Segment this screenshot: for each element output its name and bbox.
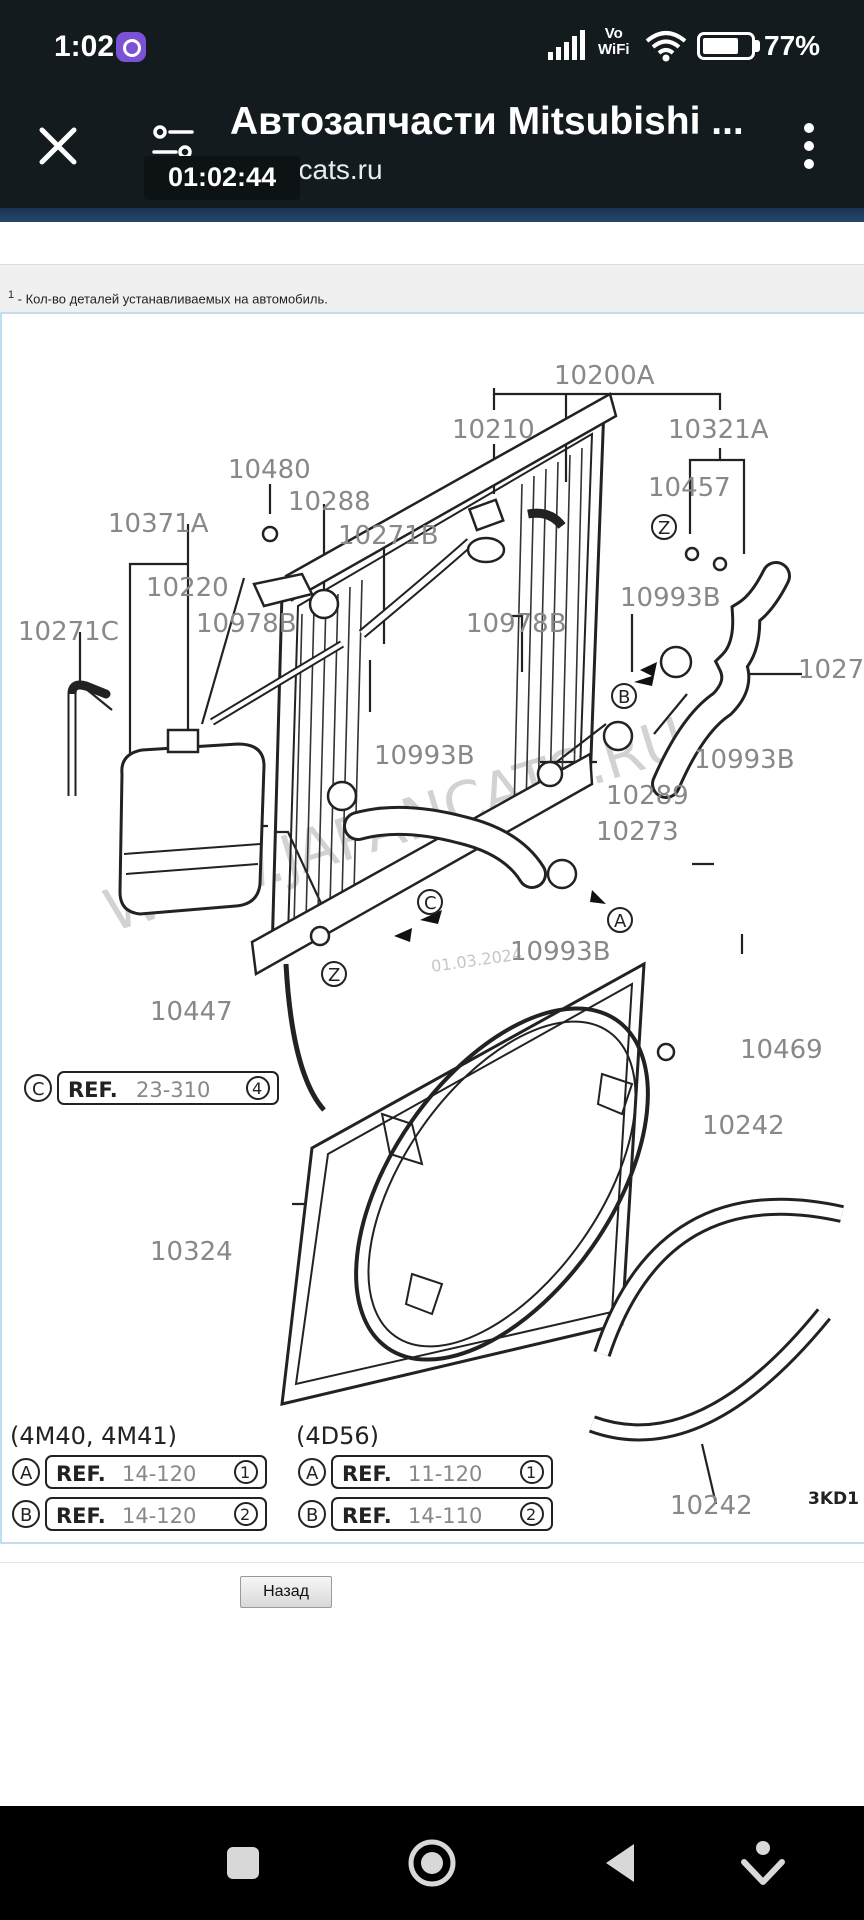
ref-a-4m40: A REF. 14-120 1 (12, 1455, 267, 1489)
back-button[interactable]: Назад (240, 1576, 332, 1608)
ref-c-word: REF. (68, 1078, 118, 1102)
reservoir-tank (67, 640, 345, 916)
label-10978B-left: 10978B (196, 609, 297, 639)
battery-level-fill (703, 38, 738, 54)
ref-c-code: 23-310 (136, 1078, 210, 1102)
ref-b1-code: 14-120 (122, 1504, 196, 1528)
engine-group-2: (4D56) (296, 1422, 379, 1450)
parts-diagram: WWW.JAPANCATS.RU 01.03.2024 (0, 312, 864, 1544)
label-10457: 10457 (648, 473, 731, 503)
footnote-marker: 1 (8, 289, 15, 301)
shroud-bands (588, 1197, 844, 1442)
radiator-exploded-view: WWW.JAPANCATS.RU 01.03.2024 (10, 361, 864, 1531)
circle-markers: Z Z B C A (321, 514, 677, 987)
radiator (250, 392, 618, 977)
page-header-strip (0, 208, 864, 222)
marker-z-bottom: Z (328, 965, 340, 986)
ref-a1-letter: A (20, 1463, 33, 1484)
label-1027: 1027 (798, 655, 864, 685)
ref-b-4d56: B REF. 14-110 2 (298, 1497, 553, 1531)
back-nav-icon[interactable] (594, 1836, 648, 1890)
ref-b2-letter: B (306, 1505, 318, 1526)
label-10480: 10480 (228, 455, 311, 485)
ref-a1-code: 14-120 (122, 1462, 196, 1486)
flow-arrows (394, 662, 657, 942)
status-time: 1:02 (54, 30, 115, 63)
ref-b2-code: 14-110 (408, 1504, 482, 1528)
navigation-bar (0, 1806, 864, 1920)
ref-a1-word: REF. (56, 1462, 106, 1486)
ref-c: C REF. 23-310 4 (24, 1071, 279, 1105)
ref-b2-num: 2 (526, 1505, 536, 1524)
ref-b1-num: 2 (240, 1505, 250, 1524)
ref-a-4d56: A REF. 11-120 1 (298, 1455, 553, 1489)
ref-a2-code: 11-120 (408, 1462, 482, 1486)
overflow-menu-icon[interactable] (786, 118, 832, 174)
footnote-text: - Кол-во деталей устанавливаемых на авто… (14, 291, 328, 307)
label-10993B-bottom: 10993B (510, 937, 611, 967)
marker-z-top: Z (658, 518, 670, 539)
label-10469: 10469 (740, 1035, 823, 1065)
ref-a1-num: 1 (240, 1463, 250, 1482)
ref-a2-letter: A (306, 1463, 319, 1484)
battery-tip (755, 40, 760, 52)
label-10321A: 10321A (668, 415, 769, 445)
screen-record-timer: 01:02:44 (144, 156, 301, 200)
ref-b1-letter: B (20, 1505, 32, 1526)
vowifi-top: Vo (604, 25, 623, 42)
label-10993B-mid: 10993B (374, 741, 475, 771)
hoses (283, 561, 791, 1112)
marker-c: C (424, 893, 437, 914)
app-bar: Автозапчасти Mitsubishi ... japancats.ru… (0, 96, 864, 208)
part-labels: 10200A 10210 10321A 10480 10288 10457 10… (18, 361, 864, 1521)
label-10447: 10447 (150, 997, 233, 1027)
marker-a: A (614, 911, 627, 932)
ref-b-4m40: B REF. 14-120 2 (12, 1497, 267, 1531)
page-title: Автозапчасти Mitsubishi ... (230, 100, 744, 143)
divider (0, 1562, 864, 1563)
battery-icon (697, 32, 755, 60)
battery-percentage: 77% (764, 30, 821, 61)
label-10978B-right: 10978B (466, 609, 567, 639)
home-icon[interactable] (405, 1836, 459, 1890)
label-10288: 10288 (288, 487, 371, 517)
label-10242-bottom: 10242 (670, 1491, 753, 1521)
footnote-bar: 1 - Кол-во деталей устанавливаемых на ав… (0, 264, 864, 312)
label-10371A: 10371A (108, 509, 209, 539)
vowifi-bottom: WiFi (598, 41, 630, 58)
label-10200A: 10200A (554, 361, 655, 391)
recents-icon[interactable] (216, 1836, 270, 1890)
ref-a2-num: 1 (526, 1463, 536, 1482)
footnote: 1 - Кол-во деталей устанавливаемых на ав… (8, 289, 328, 306)
label-10993B-right: 10993B (694, 745, 795, 775)
wifi-icon (645, 31, 687, 62)
ref-b1-word: REF. (56, 1504, 106, 1528)
label-10220: 10220 (146, 573, 229, 603)
close-icon[interactable] (30, 118, 86, 174)
label-10273: 10273 (596, 817, 679, 847)
label-10242-top: 10242 (702, 1111, 785, 1141)
ref-a2-word: REF. (342, 1462, 392, 1486)
figure-code: 3KD1 B (808, 1489, 864, 1509)
ref-c-letter: C (32, 1079, 45, 1100)
label-10324: 10324 (150, 1237, 233, 1267)
signal-strength-icon (548, 30, 585, 60)
clamps (252, 525, 728, 1062)
label-10289: 10289 (606, 781, 689, 811)
marker-b: B (618, 687, 630, 708)
label-10271C: 10271C (18, 617, 119, 647)
vowifi-indicator: Vo WiFi (598, 26, 630, 58)
ref-b2-word: REF. (342, 1504, 392, 1528)
label-10271B: 10271B (338, 521, 439, 551)
label-10210: 10210 (452, 415, 535, 445)
label-10993B-top: 10993B (620, 583, 721, 613)
engine-group-1: (4M40, 4M41) (10, 1422, 177, 1450)
hide-keyboard-icon[interactable] (736, 1836, 790, 1890)
viber-notification-icon (116, 32, 146, 62)
fan-shroud (280, 961, 650, 1406)
status-bar: 1:02 Vo WiFi 77% (0, 0, 864, 96)
ref-c-num: 4 (252, 1079, 262, 1098)
